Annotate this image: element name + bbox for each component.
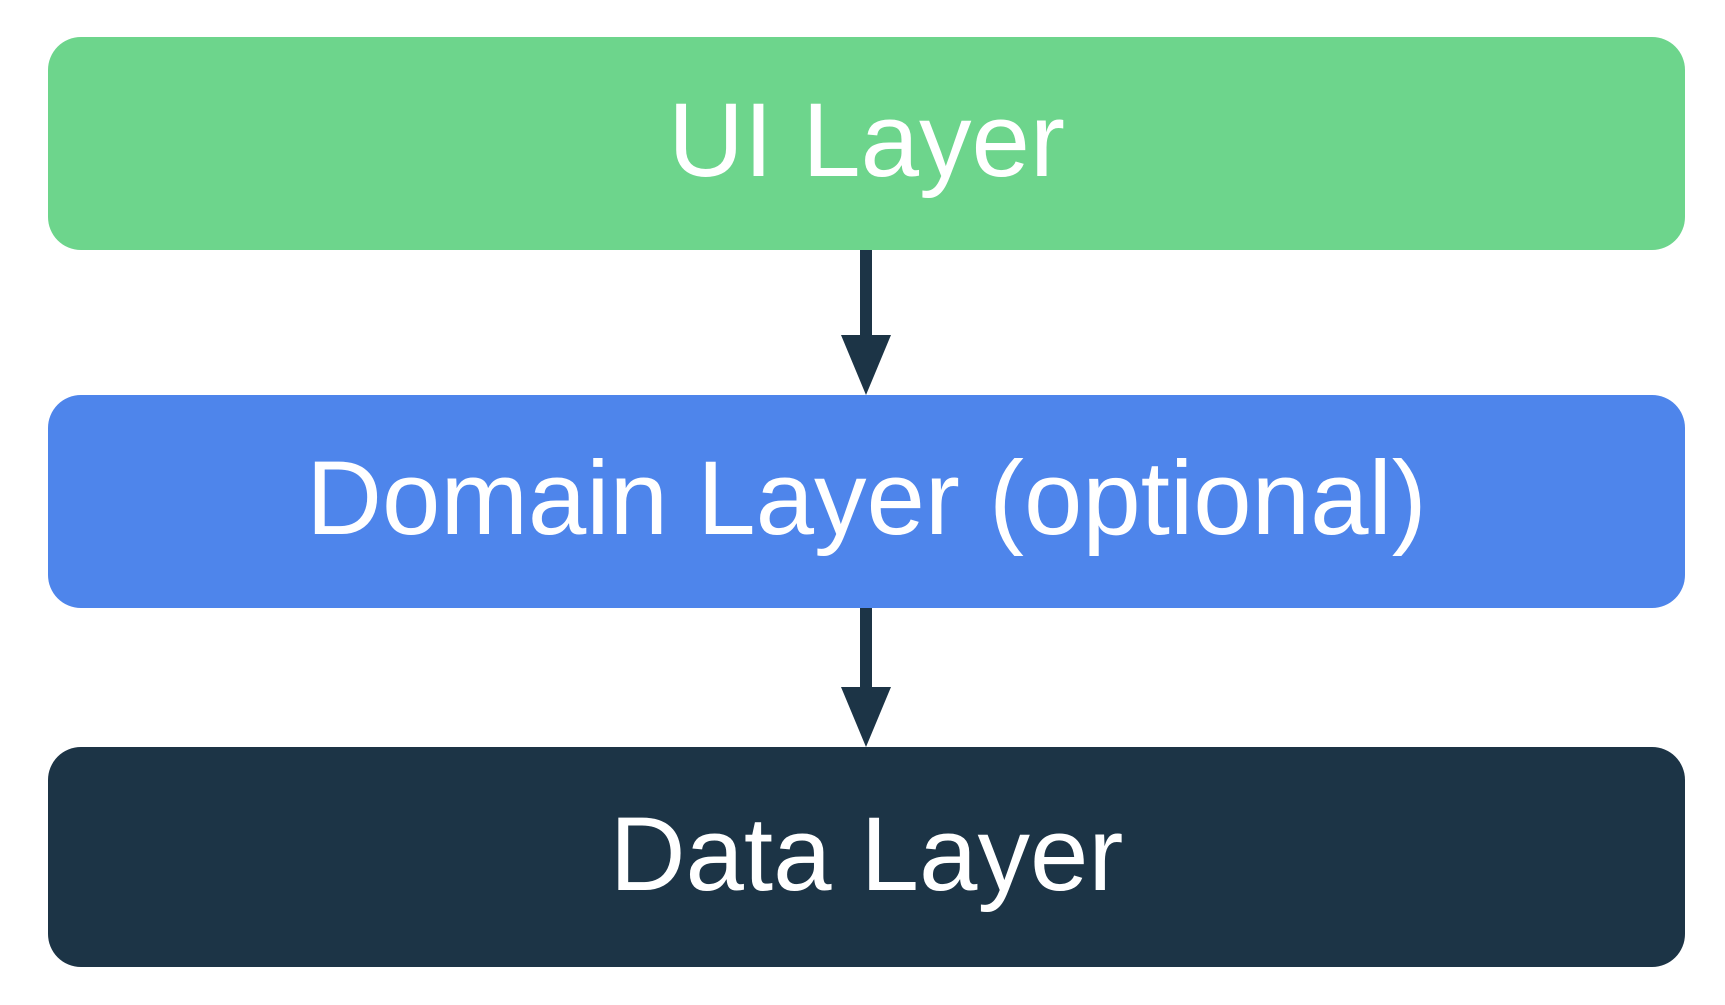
layer-label-data: Data Layer bbox=[609, 795, 1124, 913]
down-arrow-icon-domain-to-data bbox=[841, 608, 891, 747]
layer-box-data: Data Layer bbox=[48, 747, 1685, 967]
layer-box-ui: UI Layer bbox=[48, 37, 1685, 250]
layer-label-ui: UI Layer bbox=[668, 82, 1065, 199]
down-arrow-icon-ui-to-domain bbox=[841, 250, 891, 395]
layer-box-domain: Domain Layer (optional) bbox=[48, 395, 1685, 608]
layer-label-domain: Domain Layer (optional) bbox=[306, 440, 1427, 557]
